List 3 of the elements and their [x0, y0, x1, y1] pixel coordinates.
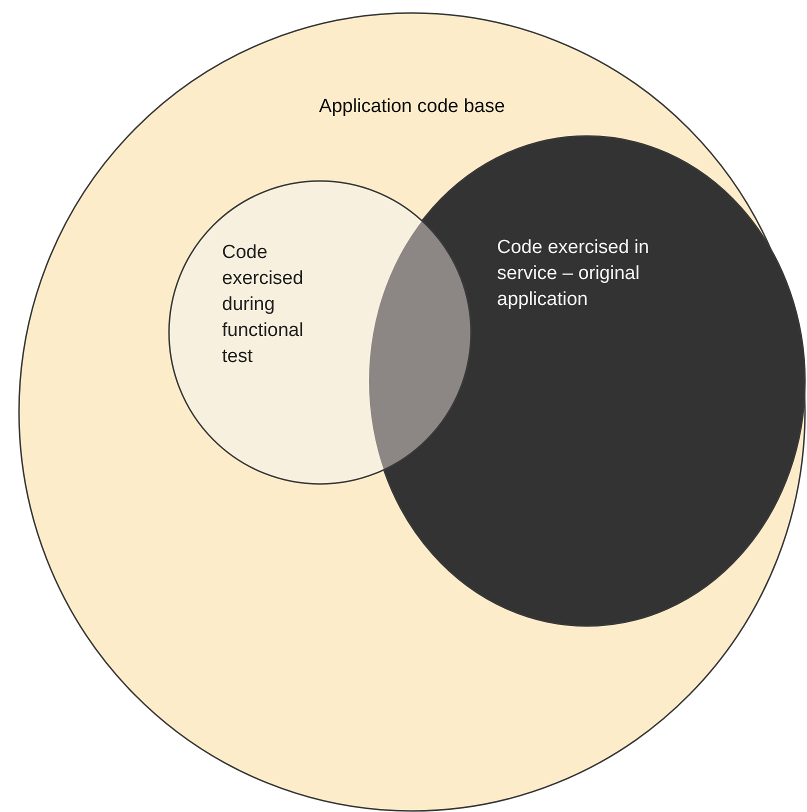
region-label: Code exercised during functional test	[222, 241, 304, 369]
region-label: Code exercised in service – original application	[497, 236, 650, 312]
region-label: Application code base	[318, 95, 506, 119]
